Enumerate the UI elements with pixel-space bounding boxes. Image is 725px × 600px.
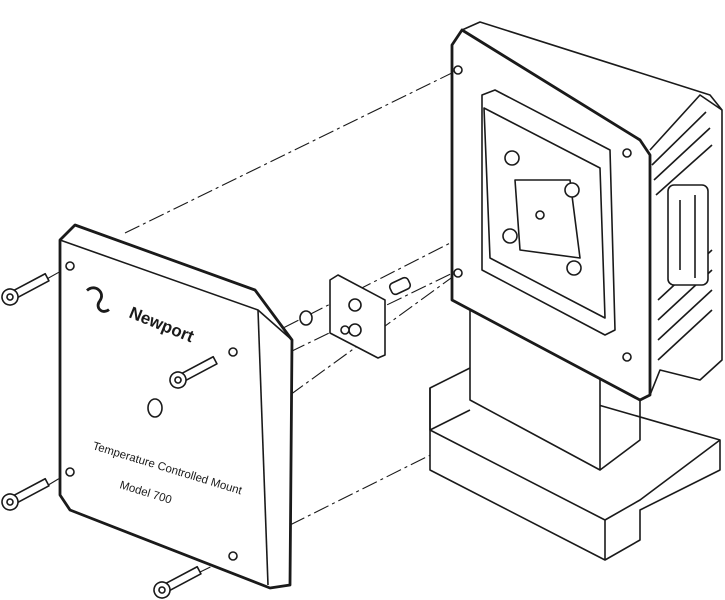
screw-icon [169, 355, 218, 389]
housing [450, 21, 723, 402]
newport-logo-icon [86, 286, 110, 313]
screw-icon [1, 477, 50, 511]
front-cover-plate: Newport Temperature Controlled Mount Mod… [58, 223, 294, 590]
laser-diode-holder [299, 274, 412, 359]
screws [1, 272, 218, 599]
screw-icon [153, 565, 202, 599]
connector [667, 184, 709, 286]
screw-icon [1, 272, 50, 306]
cooling-fins [649, 94, 723, 361]
